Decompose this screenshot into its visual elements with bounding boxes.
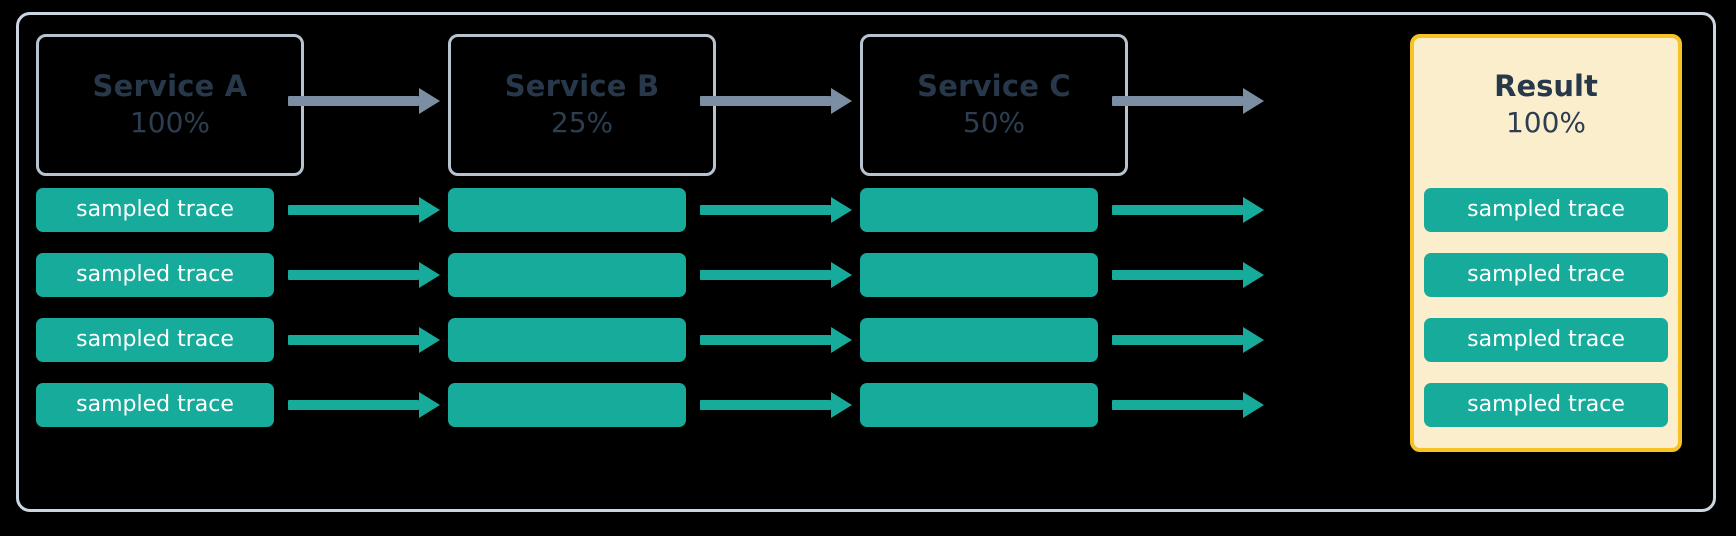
- trace-bar-a-3[interactable]: sampled trace: [36, 318, 274, 362]
- trace-bar-result-4[interactable]: sampled trace: [1424, 383, 1668, 427]
- trace-bar-b-1[interactable]: [448, 188, 686, 232]
- flow-arrow-b-to-c: [700, 88, 852, 114]
- service-name-result: Result: [1494, 68, 1598, 103]
- trace-bar-label: sampled trace: [1467, 392, 1625, 417]
- trace-bar-result-2[interactable]: sampled trace: [1424, 253, 1668, 297]
- service-box-service-b[interactable]: Service B 25%: [448, 34, 716, 176]
- service-box-service-a[interactable]: Service A 100%: [36, 34, 304, 176]
- trace-bar-c-2[interactable]: [860, 253, 1098, 297]
- trace-bar-label: sampled trace: [1467, 327, 1625, 352]
- trace-arrow-b-to-c-4: [700, 392, 852, 418]
- trace-bar-a-2[interactable]: sampled trace: [36, 253, 274, 297]
- trace-arrow-b-to-c-1: [700, 197, 852, 223]
- trace-bar-label: sampled trace: [1467, 197, 1625, 222]
- trace-arrow-b-to-c-2: [700, 262, 852, 288]
- trace-arrow-c-to-result-3: [1112, 327, 1264, 353]
- service-percent-service-c: 50%: [962, 105, 1026, 139]
- trace-bar-c-3[interactable]: [860, 318, 1098, 362]
- trace-bar-label: sampled trace: [76, 262, 234, 287]
- trace-arrow-c-to-result-4: [1112, 392, 1264, 418]
- trace-bar-b-4[interactable]: [448, 383, 686, 427]
- service-name-service-b: Service B: [504, 68, 660, 103]
- service-box-result[interactable]: Result 100%: [1414, 38, 1678, 172]
- service-name-service-a: Service A: [92, 68, 248, 103]
- trace-bar-c-1[interactable]: [860, 188, 1098, 232]
- trace-bar-b-3[interactable]: [448, 318, 686, 362]
- trace-bar-a-1[interactable]: sampled trace: [36, 188, 274, 232]
- trace-arrow-b-to-c-3: [700, 327, 852, 353]
- diagram-outer-frame: [16, 12, 1716, 512]
- result-column-highlight: [1410, 34, 1682, 452]
- trace-bar-result-1[interactable]: sampled trace: [1424, 188, 1668, 232]
- trace-arrow-a-to-b-2: [288, 262, 440, 288]
- trace-arrow-a-to-b-1: [288, 197, 440, 223]
- trace-bar-label: sampled trace: [76, 197, 234, 222]
- flow-arrow-a-to-b: [288, 88, 440, 114]
- trace-arrow-a-to-b-4: [288, 392, 440, 418]
- trace-arrow-c-to-result-1: [1112, 197, 1264, 223]
- trace-bar-label: sampled trace: [76, 392, 234, 417]
- service-name-service-c: Service C: [917, 68, 1071, 103]
- trace-bar-result-3[interactable]: sampled trace: [1424, 318, 1668, 362]
- trace-arrow-c-to-result-2: [1112, 262, 1264, 288]
- trace-bar-b-2[interactable]: [448, 253, 686, 297]
- flow-arrow-c-to-result: [1112, 88, 1264, 114]
- trace-arrow-a-to-b-3: [288, 327, 440, 353]
- service-percent-service-a: 100%: [129, 105, 211, 139]
- service-percent-service-b: 25%: [550, 105, 614, 139]
- service-percent-result: 100%: [1505, 105, 1587, 139]
- trace-bar-label: sampled trace: [1467, 262, 1625, 287]
- trace-bar-a-4[interactable]: sampled trace: [36, 383, 274, 427]
- trace-bar-c-4[interactable]: [860, 383, 1098, 427]
- service-box-service-c[interactable]: Service C 50%: [860, 34, 1128, 176]
- trace-bar-label: sampled trace: [76, 327, 234, 352]
